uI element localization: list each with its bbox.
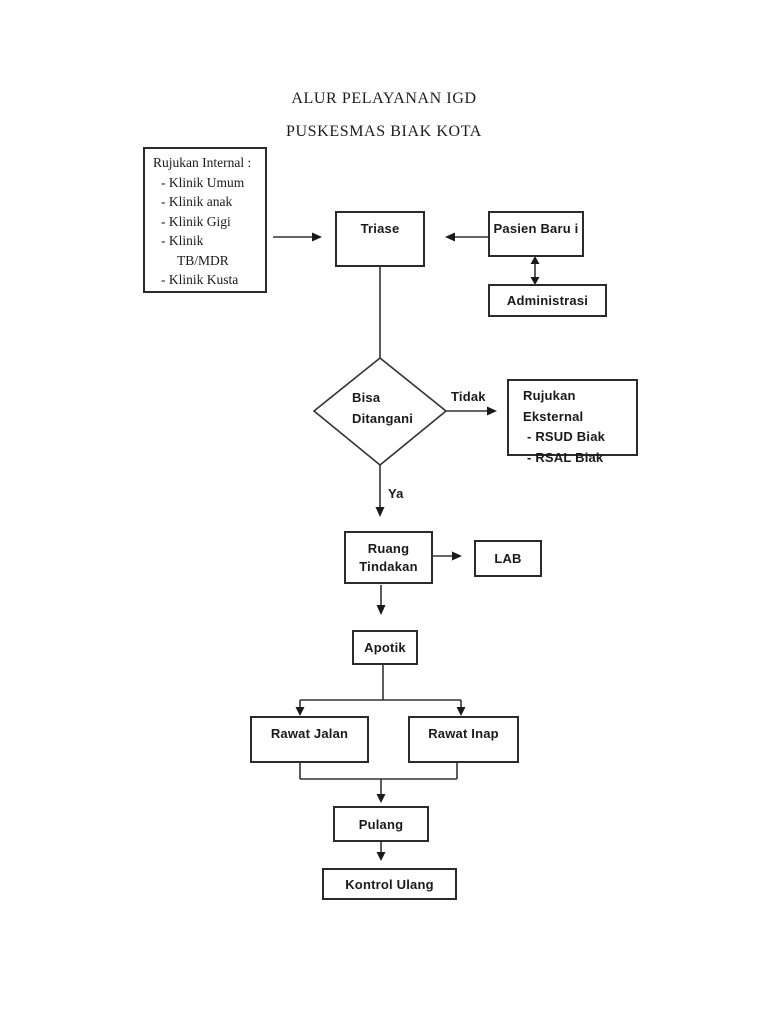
arrowhead-to-rawatinap [456,707,466,716]
node-administrasi-label: Administrasi [506,293,589,308]
rujukan-eksternal-item: - RSAL Biak [527,449,604,465]
node-lab-label: LAB [494,551,522,566]
rujukan-internal-item: - Klinik Gigi [161,213,231,229]
arrowhead-to-triase-right [445,232,455,242]
node-pasien-baru: Pasien Baru i [488,211,584,257]
node-pasien-baru-label: Pasien Baru i [493,221,579,236]
node-triase: Triase [335,211,425,267]
rujukan-internal-item: - Klinik Umum [161,174,245,190]
node-decision-label: Bisa Ditangani [352,387,436,429]
node-administrasi: Administrasi [488,284,607,317]
node-lab: LAB [474,540,542,577]
page-subtitle: PUSKESMAS BIAK KOTA [286,123,482,140]
arrowhead-to-apotik [376,605,386,615]
arrowhead-to-pulang [376,794,386,803]
arrowhead-to-lab [452,551,462,561]
ruang-tindakan-line2: Tindakan [359,558,418,574]
arrowhead-to-rawatjalan [295,707,305,716]
rujukan-internal-title: Rujukan Internal : [153,155,252,170]
node-rawat-jalan-label: Rawat Jalan [270,726,349,741]
rujukan-eksternal-item: - RSUD Biak [527,429,606,444]
node-ruang-tindakan: Ruang Tindakan [344,531,433,584]
arrowhead-to-kontrolulang [376,852,386,861]
rujukan-internal-item-cont: TB/MDR [177,252,229,268]
node-pulang: Pulang [333,806,429,842]
node-kontrol-ulang: Kontrol Ulang [322,868,457,900]
node-triase-label: Triase [360,221,400,236]
rujukan-internal-item: - Klinik [161,233,204,248]
node-apotik: Apotik [352,630,418,665]
edge-label-tidak: Tidak [451,389,486,404]
edge-label-ya: Ya [388,486,404,501]
decision-line1: Bisa [352,390,381,405]
ruang-tindakan-line1: Ruang [367,540,410,556]
node-rujukan-internal: Rujukan Internal : - Klinik Umum - Klini… [143,147,267,293]
rujukan-internal-item: - Klinik Kusta [161,272,239,287]
arrowhead-to-pasienbaru [530,256,540,264]
node-rawat-inap-label: Rawat Inap [428,726,499,741]
node-rawat-inap: Rawat Inap [408,716,519,763]
rujukan-internal-item: - Klinik anak [161,194,233,209]
arrowhead-to-triase-left [312,232,322,242]
node-kontrol-ulang-label: Kontrol Ulang [345,876,434,892]
node-rujukan-eksternal: Rujukan Eksternal - RSUD Biak - RSAL Bia… [507,379,638,465]
node-rawat-jalan: Rawat Jalan [250,716,369,763]
page-title: ALUR PELAYANAN IGD [291,90,477,107]
arrowhead-to-ruangtindakan [375,507,385,517]
node-apotik-label: Apotik [364,640,406,655]
rujukan-eksternal-title: Rujukan Eksternal [523,388,584,424]
arrowhead-to-eksternal [487,406,497,416]
node-pulang-label: Pulang [358,816,404,832]
decision-line2: Ditangani [352,411,414,426]
